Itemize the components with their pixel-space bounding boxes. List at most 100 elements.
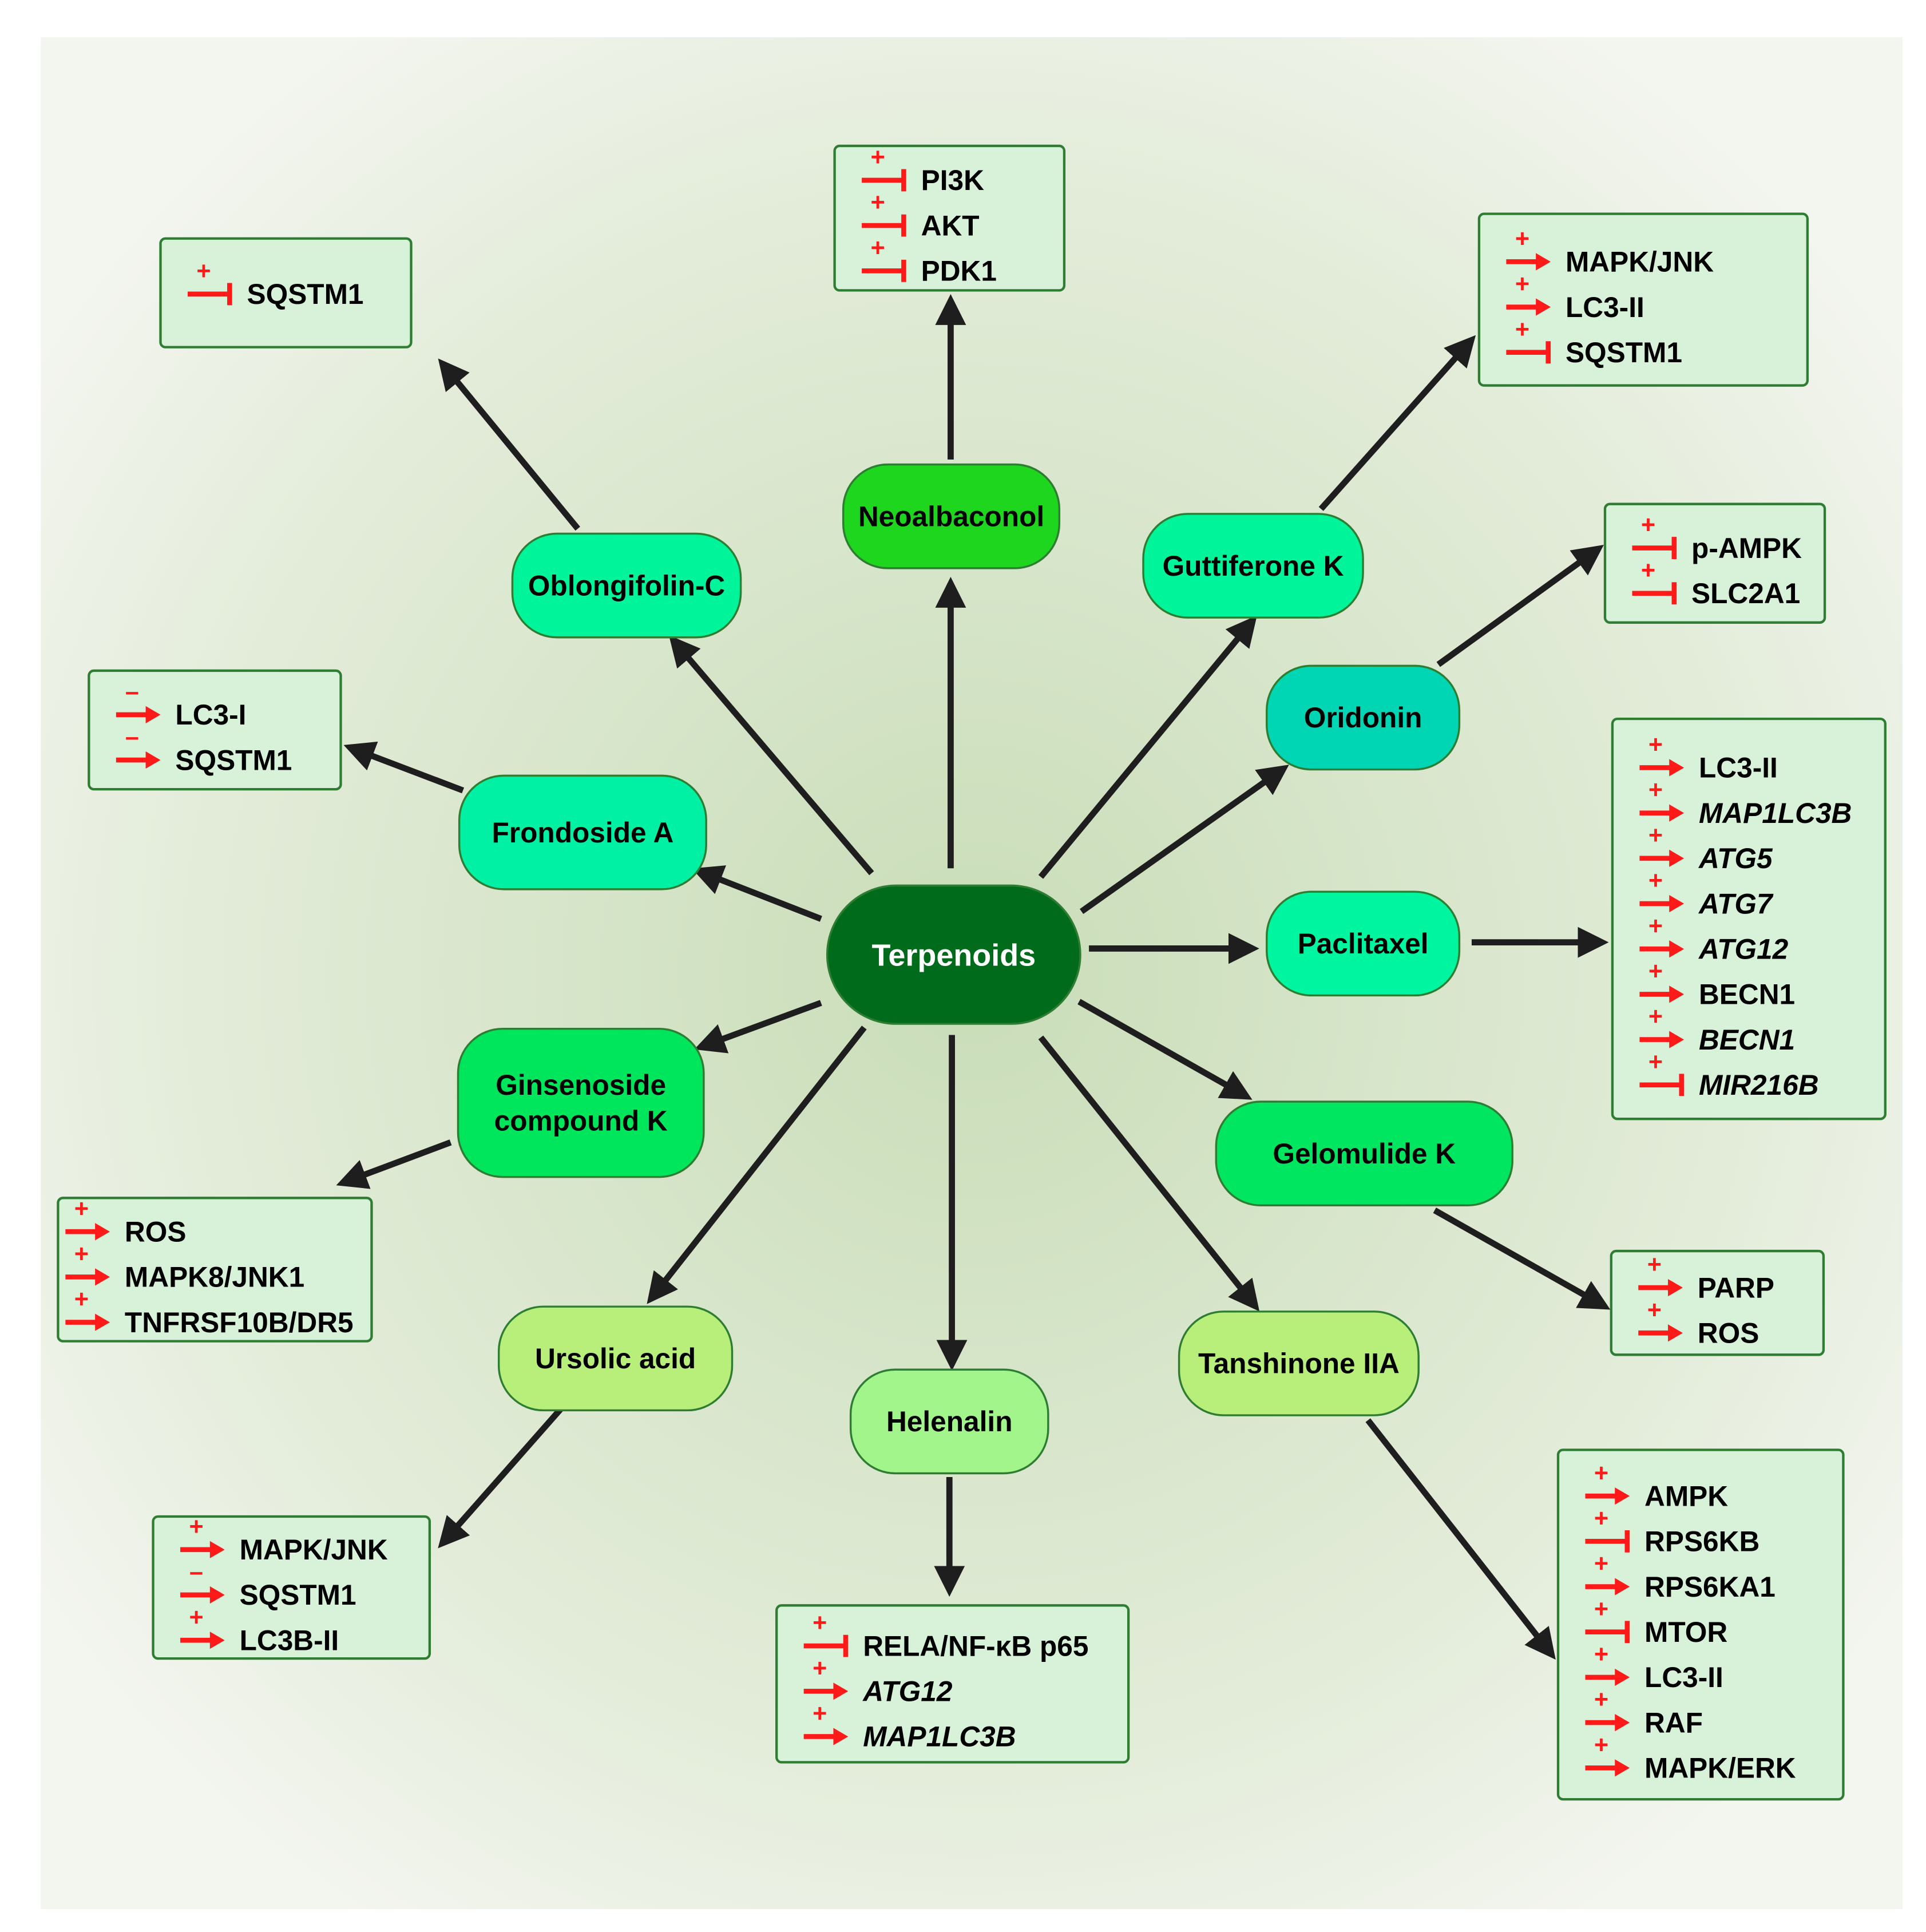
targets-box-guttiferone-k: +MAPK/JNK+LC3-II+SQSTM1	[1477, 212, 1809, 387]
targets-box-frame	[159, 237, 413, 349]
target-item: + LC3-II	[1506, 271, 1644, 323]
edge-oridonin-to-targets	[1436, 545, 1604, 667]
node-tanshinone-iia-shape	[1178, 1311, 1420, 1416]
target-label: LC3-I	[175, 699, 246, 731]
target-label: SQSTM1	[1566, 336, 1682, 369]
target-item: +RPS6KA1	[1585, 1550, 1776, 1603]
plus-sign-icon: +	[1594, 1596, 1608, 1623]
target-label: PI3K	[921, 164, 984, 196]
inhibition-bar-icon: +	[862, 144, 906, 192]
target-item: +AKT	[862, 189, 980, 242]
inhibition-bar-icon: +	[862, 189, 906, 237]
target-label: MIR216B	[1699, 1069, 1819, 1101]
target-item: + AMPK	[1585, 1459, 1728, 1512]
node-terpenoids[interactable]: Terpenoids	[826, 884, 1081, 1025]
node-oblongifolin-c-shape	[511, 532, 742, 639]
targets-box-frame	[152, 1515, 431, 1660]
node-paclitaxel[interactable]: Paclitaxel	[1266, 890, 1461, 997]
node-ginsenoside-compound-k-label: Ginsenoside	[496, 1069, 666, 1101]
plus-sign-icon: +	[189, 1513, 203, 1541]
target-label: LC3-II	[1644, 1661, 1723, 1693]
activation-arrow-icon: +	[1639, 958, 1685, 1003]
inhibition-bar-icon: +	[803, 1609, 849, 1657]
inhibition-bar-icon: +	[1585, 1505, 1630, 1553]
target-label: RELA/NF-κB p65	[863, 1630, 1088, 1662]
inhibition-bar-icon: +	[1506, 316, 1551, 364]
target-label: MAPK8/JNK1	[125, 1261, 304, 1293]
target-label: RPS6KA1	[1644, 1571, 1776, 1603]
node-paclitaxel-shape	[1266, 890, 1461, 997]
target-item: + LC3-II	[1585, 1641, 1723, 1693]
target-item: + MAP1LC3B	[803, 1700, 1016, 1753]
plus-sign-icon: +	[871, 144, 885, 171]
plus-sign-icon: +	[1594, 1641, 1608, 1668]
target-item: + ATG5	[1639, 822, 1773, 874]
target-item: +ROS	[65, 1195, 186, 1248]
target-label: ATG5	[1698, 842, 1773, 874]
minus-sign-icon: –	[125, 678, 139, 706]
plus-sign-icon: +	[1648, 777, 1663, 804]
node-guttiferone-k-shape	[1142, 513, 1364, 619]
target-label: LC3B-II	[240, 1624, 339, 1656]
target-item: + PI3K	[862, 144, 984, 196]
target-label: p-AMPK	[1691, 532, 1802, 564]
target-item: +RPS6KB	[1585, 1505, 1759, 1558]
edge-terpenoids-to-guttiferone-k	[1038, 615, 1257, 879]
target-item: – SQSTM1	[180, 1558, 356, 1611]
target-label: MAP1LC3B	[863, 1721, 1016, 1753]
node-tanshinone-iia[interactable]: Tanshinone IIA	[1178, 1311, 1420, 1416]
plus-sign-icon: +	[1647, 1251, 1662, 1278]
inhibition-bar-icon: +	[1639, 1048, 1685, 1096]
node-gelomulide-k-shape	[1215, 1100, 1513, 1206]
plus-sign-icon: +	[1515, 271, 1529, 298]
activation-arrow-icon: +	[1506, 225, 1551, 271]
target-label: ROS	[1698, 1317, 1759, 1349]
target-label: ROS	[125, 1216, 187, 1248]
activation-arrow-icon: +	[1506, 271, 1551, 316]
activation-arrow-icon: +	[1639, 822, 1685, 867]
targets-box-neoalbaconol: +PI3K+AKT+PDK1	[833, 144, 1066, 292]
target-item: + BECN1	[1639, 1003, 1795, 1056]
edges-layer	[336, 294, 1611, 1660]
activation-arrow-icon: +	[65, 1286, 110, 1331]
node-helenalin[interactable]: Helenalin	[849, 1368, 1049, 1475]
node-gelomulide-k-label: Gelomulide K	[1273, 1138, 1456, 1170]
targets-box-ginsenoside-compound-k: +ROS+MAPK8/JNK1+TNFRSF10B/DR5	[57, 1195, 373, 1343]
activation-arrow-icon: –	[116, 678, 161, 723]
node-gelomulide-k[interactable]: Gelomulide K	[1215, 1100, 1513, 1206]
plus-sign-icon: +	[813, 1700, 827, 1728]
target-label: AMPK	[1644, 1480, 1728, 1512]
activation-arrow-icon: +	[1585, 1459, 1630, 1505]
plus-sign-icon: +	[1648, 1048, 1663, 1076]
target-label: RAF	[1644, 1707, 1703, 1739]
node-ursolic-acid[interactable]: Ursolic acid	[497, 1305, 734, 1412]
node-ginsenoside-compound-k-label: compound K	[494, 1105, 668, 1137]
activation-arrow-icon: +	[180, 1513, 225, 1558]
plus-sign-icon: +	[813, 1609, 827, 1637]
target-label: BECN1	[1699, 979, 1795, 1011]
node-frondoside-a[interactable]: Frondoside A	[458, 774, 707, 890]
node-ginsenoside-compound-k[interactable]: Ginsenoside compound K	[457, 1027, 705, 1178]
activation-arrow-icon: +	[1639, 1003, 1685, 1048]
target-label: BECN1	[1699, 1024, 1795, 1056]
target-item: +SQSTM1	[187, 258, 364, 310]
node-oblongifolin-c[interactable]: Oblongifolin-C	[511, 532, 742, 639]
plus-sign-icon: +	[871, 234, 885, 262]
inhibition-bar-icon: +	[862, 234, 906, 282]
target-label: SQSTM1	[240, 1579, 356, 1611]
targets-box-frame	[1610, 1249, 1825, 1356]
target-label: SLC2A1	[1691, 577, 1800, 609]
node-ursolic-acid-label: Ursolic acid	[535, 1343, 696, 1375]
target-label: MAPK/ERK	[1644, 1752, 1796, 1784]
node-oridonin[interactable]: Oridonin	[1266, 664, 1461, 771]
minus-sign-icon: –	[189, 1558, 203, 1586]
activation-arrow-icon: +	[180, 1604, 225, 1649]
edge-tanshinone-iia-to-targets	[1365, 1418, 1556, 1660]
target-label: LC3-II	[1566, 291, 1644, 323]
node-oridonin-label: Oridonin	[1304, 702, 1422, 734]
node-neoalbaconol[interactable]: Neoalbaconol	[842, 463, 1061, 569]
edge-terpenoids-to-oridonin	[1080, 765, 1289, 914]
node-neoalbaconol-shape	[842, 463, 1061, 569]
target-item: + SQSTM1	[1506, 316, 1682, 369]
node-guttiferone-k[interactable]: Guttiferone K	[1142, 513, 1364, 619]
